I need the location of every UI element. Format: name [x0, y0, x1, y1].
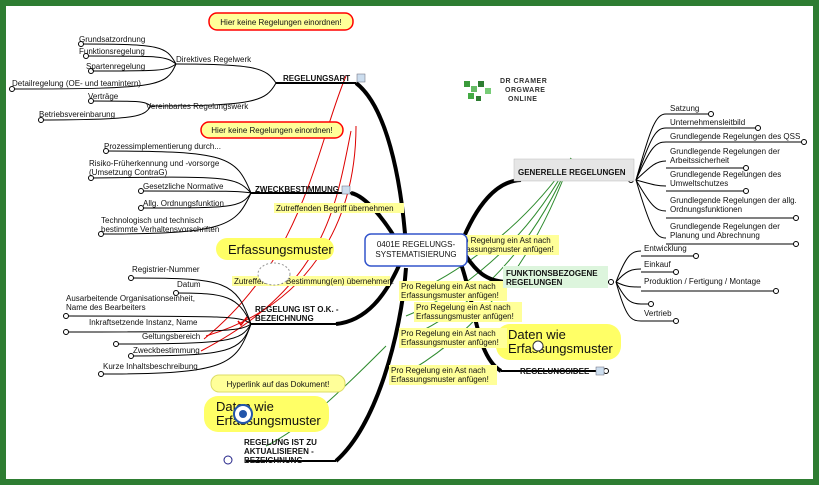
logo-line3: ONLINE [508, 96, 537, 103]
pro-note-2-l2: Erfassungsmuster anfügen! [401, 291, 499, 300]
item-ordnungsfunktionen-l2[interactable]: Ordnungsfunktionen [670, 205, 742, 214]
note-top2-text: Hier keine Regelungen einordnen! [211, 126, 332, 135]
clock-icon [223, 455, 233, 465]
direktives-label[interactable]: Direktives Regelwerk [176, 55, 252, 64]
item-datum[interactable]: Datum [177, 280, 201, 289]
pro-note-4-l2: Erfassungsmuster anfügen! [401, 338, 499, 347]
item-zweckbestimmung[interactable]: Zweckbestimmung [133, 346, 200, 355]
item-bearbeiter[interactable]: Name des Bearbeiters [66, 303, 146, 312]
item-arbeitssicherheit-l2[interactable]: Arbeitssicherheit [670, 156, 730, 165]
item-betriebsvereinbarung[interactable]: Betriebsvereinbarung [39, 110, 115, 119]
note-hyperlink-text: Hyperlink auf das Dokument! [227, 380, 330, 389]
item-ordnungsfunktionen-l1[interactable]: Grundlegende Regelungen der allg. [670, 196, 797, 205]
regelung-ok-subtree [65, 277, 252, 375]
pro-notes: Pro Regelung ein Ast nach Erfassungsmust… [389, 235, 559, 385]
item-planung-l1[interactable]: Grundlegende Regelungen der [670, 222, 780, 231]
item-detailregelung[interactable]: Detailregelung (OE- und teamintern) [12, 79, 141, 88]
note-icon[interactable] [595, 366, 605, 376]
note-top2[interactable]: Hier keine Regelungen einordnen! [200, 121, 344, 139]
item-planung-l2[interactable]: Planung und Abrechnung [670, 231, 760, 240]
item-arbeitssicherheit-l1[interactable]: Grundlegende Regelungen der [670, 147, 780, 156]
item-kurzinhalt[interactable]: Kurze Inhaltsbeschreibung [103, 362, 198, 371]
item-umweltschutz-l1[interactable]: Grundlegende Regelungen des [670, 170, 781, 179]
item-spartenregelung[interactable]: Spartenregelung [86, 62, 145, 71]
funktion-label2[interactable]: REGELUNGEN [506, 278, 563, 287]
note-top1[interactable]: Hier keine Regelungen einordnen! [208, 12, 354, 31]
blank-oval [257, 262, 291, 286]
pro-note-3-l2: Erfassungsmuster anfügen! [416, 312, 514, 321]
center-line2: SYSTEMATISIERUNG [375, 250, 456, 259]
pro-note-1-l1: Pro Regelung ein Ast nach [456, 236, 551, 245]
funktion-subtree [615, 250, 776, 322]
daten-note-right-line2: Erfassungsmuster [508, 341, 613, 356]
logo-line1: DR CRAMER [500, 78, 547, 85]
cursor-icon [532, 340, 544, 352]
aktualisieren-label3[interactable]: BEZEICHNUNG [244, 456, 303, 465]
note-hyperlink[interactable]: Hyperlink auf das Dokument! [210, 374, 346, 393]
item-registrier[interactable]: Registrier-Nummer [132, 265, 200, 274]
center-line1: 0401E REGELUNGS- [377, 240, 456, 249]
regelung-ok-label1[interactable]: REGELUNG IST O.K. - [255, 305, 339, 314]
item-technologisch[interactable]: Technologisch und technisch [101, 216, 203, 225]
pro-note-2-l1: Pro Regelung ein Ast nach [401, 282, 496, 291]
zweck-label[interactable]: ZWECKBESTIMMUNG [255, 185, 339, 194]
item-umweltschutz-l2[interactable]: Umweltschutzes [670, 179, 728, 188]
item-leitbild[interactable]: Unternehmensleitbild [670, 118, 745, 127]
item-verhalten[interactable]: bestimmte Verhaltensvorschriften [101, 225, 219, 234]
pro-note-1-l2: Erfassungsmuster anfügen! [456, 245, 554, 254]
item-einkauf[interactable]: Einkauf [644, 260, 671, 269]
regelungsart-label[interactable]: REGELUNGSART [283, 74, 350, 83]
pro-note-5-l1: Pro Regelung ein Ast nach [391, 366, 486, 375]
item-ordnung[interactable]: Allg. Ordnungsfunktion [143, 199, 224, 208]
note-icon[interactable] [356, 73, 366, 83]
regelungsart-subtree [11, 43, 277, 121]
item-contrag[interactable]: (Umsetzung ContraG) [89, 168, 168, 177]
note-icon[interactable] [341, 185, 351, 195]
orgware-logo: DR CRAMER ORGWARE ONLINE [454, 56, 564, 141]
item-funktionsregelung[interactable]: Funktionsregelung [79, 47, 145, 56]
pro-note-4-l1: Pro Regelung ein Ast nach [401, 329, 496, 338]
item-produktion[interactable]: Produktion / Fertigung / Montage [644, 277, 761, 286]
daten-note-right-line1: Daten wie [508, 327, 566, 342]
zutreffend-label-1: Zutreffenden Begriff übernehmen [276, 204, 394, 213]
note-top1-text: Hier keine Regelungen einordnen! [220, 18, 341, 27]
center-node[interactable]: 0401E REGELUNGS- SYSTEMATISIERUNG [364, 233, 468, 267]
aktualisieren-label2[interactable]: AKTUALISIEREN - [244, 447, 314, 456]
logo-line2: ORGWARE [505, 87, 545, 94]
checkmark-icon [237, 316, 248, 327]
daten-note-left[interactable]: Daten wie Erfassungsmuster [204, 396, 329, 432]
erfassung-note[interactable]: Erfassungsmuster [216, 238, 334, 260]
item-gesetzlich[interactable]: Gesetzliche Normative [143, 182, 224, 191]
erfassung-note-text: Erfassungsmuster [228, 242, 333, 257]
loupe-icon [233, 404, 253, 424]
item-satzung[interactable]: Satzung [670, 104, 699, 113]
item-ausarbeitende[interactable]: Ausarbeitende Organisationseinheit, [66, 294, 195, 303]
generelle-subtree [635, 113, 804, 245]
pro-note-5-l2: Erfassungsmuster anfügen! [391, 375, 489, 384]
pro-note-3-l1: Pro Regelung ein Ast nach [416, 303, 511, 312]
mind-map-canvas: Hier keine Regelungen einordnen! Hier ke… [6, 6, 813, 479]
idee-label[interactable]: REGELUNGSIDEE [520, 367, 590, 376]
item-risiko[interactable]: Risiko-Früherkennung und -vorsorge [89, 159, 220, 168]
item-prozess[interactable]: Prozessimplementierung durch... [104, 142, 221, 151]
item-vertrieb[interactable]: Vertrieb [644, 309, 672, 318]
daten-note-left-line2: Erfassungsmuster [216, 413, 321, 428]
funktion-label1[interactable]: FUNKTIONSBEZOGENE [506, 269, 598, 278]
zweck-subtree [90, 150, 252, 235]
zutreffend-label-2: Zutreffende ... Bestimmung(en) übernehme… [234, 277, 394, 286]
mind-map: Hier keine Regelungen einordnen! Hier ke… [9, 12, 807, 465]
daten-note-right[interactable]: Daten wie Erfassungsmuster [496, 324, 621, 360]
regelung-ok-label2[interactable]: BEZEICHNUNG [255, 314, 314, 323]
generelle-label[interactable]: GENERELLE REGELUNGEN [518, 168, 626, 177]
item-geltung[interactable]: Geltungsbereich [142, 332, 200, 341]
item-vertraege[interactable]: Verträge [88, 92, 119, 101]
aktualisieren-label1[interactable]: REGELUNG IST ZU [244, 438, 317, 447]
item-inkraft[interactable]: Inkraftsetzende Instanz, Name [89, 318, 198, 327]
item-grundsatzordnung[interactable]: Grundsatzordnung [79, 35, 145, 44]
item-qss[interactable]: Grundlegende Regelungen des QSS [670, 132, 800, 141]
item-entwicklung[interactable]: Entwicklung [644, 244, 687, 253]
vereinbartes-label[interactable]: Vereinbartes Regelungswerk [146, 102, 249, 111]
